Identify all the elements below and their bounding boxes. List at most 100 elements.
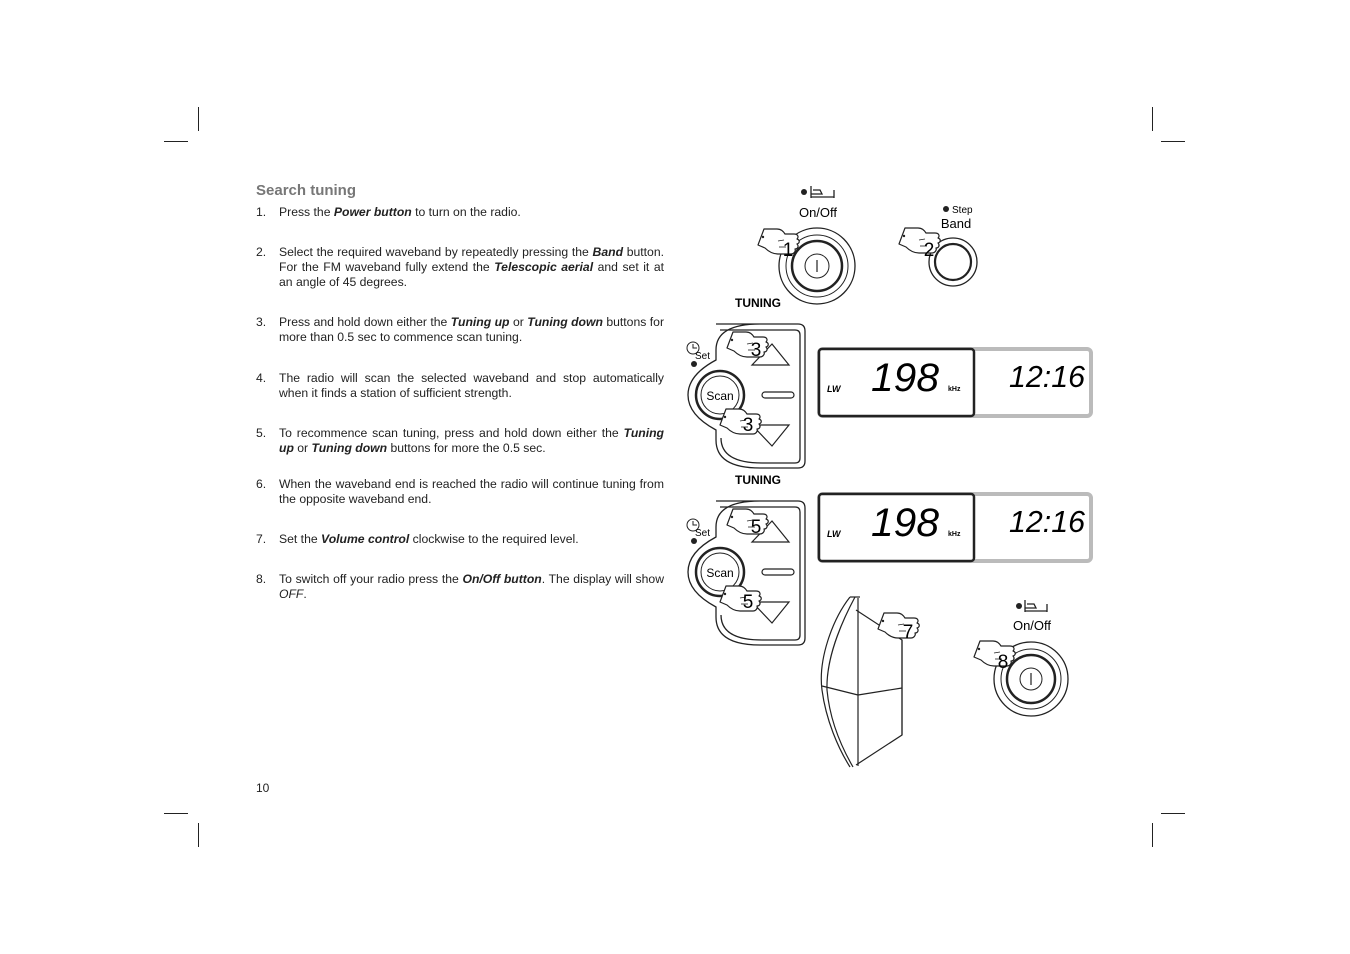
crop-mark: [164, 141, 188, 142]
step-number: 8.: [256, 572, 267, 586]
step-label: Step: [952, 205, 973, 216]
emphasis-bold: Tuning down: [527, 315, 603, 329]
band-button[interactable]: [928, 237, 978, 287]
crop-mark: [198, 107, 199, 131]
step-text-run: The radio will scan the selected waveban…: [279, 371, 664, 400]
emphasis-bold: Tuning up: [279, 426, 664, 455]
set-label: Set: [695, 528, 710, 539]
band-indicator: LW: [827, 384, 842, 394]
tuning-down-button[interactable]: [750, 601, 791, 624]
on-off-label: On/Off: [1013, 618, 1051, 633]
step-text: Press and hold down either the Tuning up…: [279, 315, 664, 345]
emphasis-bold: On/Off button: [462, 572, 542, 586]
emphasis-bold: Tuning up: [450, 315, 510, 329]
callout-number: 3: [751, 340, 762, 361]
step-text-run: buttons for more than 0.5 sec to commenc…: [279, 315, 664, 344]
page-number: 10: [256, 781, 270, 795]
crop-mark: [1152, 107, 1153, 131]
lcd-display: LW 198 kHz 12:16: [817, 347, 1093, 418]
step-2: 2. Select the required waveband by repeat…: [256, 245, 664, 290]
hand-icon: [973, 640, 1016, 667]
scan-button[interactable]: [694, 546, 746, 598]
unit-indicator: kHz: [948, 386, 961, 393]
step-number: 6.: [256, 477, 267, 491]
step-text-run: When the waveband end is reached the rad…: [279, 477, 664, 506]
tuning-down-button[interactable]: [750, 424, 791, 447]
crop-mark: [1152, 823, 1153, 847]
callout-number: 2: [924, 240, 935, 261]
step-text-run: button. For the FM waveband fully extend…: [279, 245, 664, 274]
slot-icon: [761, 391, 795, 399]
step-number: 5.: [256, 426, 267, 440]
clock-readout: 12:16: [1009, 359, 1086, 394]
step-number: 2.: [256, 245, 267, 259]
step-8: 8. To switch off your radio press the On/…: [256, 572, 664, 602]
step-text: Press the Power button to turn on the ra…: [279, 205, 664, 220]
step-text-run: Select the required waveband by repeated…: [279, 245, 593, 259]
scan-label: Scan: [706, 389, 733, 403]
page-title: Search tuning: [256, 182, 357, 199]
emphasis-bold: Tuning down: [311, 441, 388, 455]
tuning-label: TUNING: [735, 296, 781, 310]
step-text-run: Press and hold down either the: [279, 315, 451, 329]
crop-mark: [1161, 141, 1185, 142]
callout-number: 5: [751, 517, 762, 538]
unit-indicator: kHz: [948, 531, 961, 538]
callout-number: 7: [903, 622, 914, 643]
step-number: 1.: [256, 205, 267, 219]
dot-icon: [1016, 603, 1022, 609]
clock-icon: [686, 518, 700, 532]
band-label: Band: [941, 216, 971, 231]
step-text-run: To recommence scan tuning, press and hol…: [279, 426, 624, 440]
emphasis-italic: OFF: [279, 587, 304, 601]
step-text: Select the required waveband by repeated…: [279, 245, 664, 290]
step-text: The radio will scan the selected waveban…: [279, 371, 664, 401]
emphasis-bold: Power button: [333, 205, 412, 219]
tuning-label: TUNING: [735, 473, 781, 487]
dot-icon: [801, 189, 807, 195]
callout-number: 1: [783, 240, 794, 261]
step-4: 4. The radio will scan the selected waveb…: [256, 371, 664, 401]
clock-icon: [686, 341, 700, 355]
dot-icon: [691, 361, 697, 367]
step-text-run: to turn on the radio.: [411, 205, 521, 219]
clock-readout: 12:16: [1009, 504, 1086, 539]
step-text: To recommence scan tuning, press and hol…: [279, 426, 664, 456]
frequency-readout: 198: [871, 501, 940, 545]
emphasis-bold: Volume control: [321, 532, 410, 546]
step-text-run: or: [509, 315, 528, 329]
set-label: Set: [695, 351, 710, 362]
step-text: When the waveband end is reached the rad…: [279, 477, 664, 507]
crop-mark: [198, 823, 199, 847]
emphasis-bold: Telescopic aerial: [494, 260, 594, 274]
step-text-run: Press the: [279, 205, 334, 219]
step-text-run: Set the: [279, 532, 322, 546]
step-6: 6. When the waveband end is reached the r…: [256, 477, 664, 507]
step-5: 5. To recommence scan tuning, press and h…: [256, 426, 664, 456]
step-text: To switch off your radio press the On/Of…: [279, 572, 664, 602]
step-number: 3.: [256, 315, 267, 329]
sleep-icon: [1024, 600, 1048, 612]
step-text-run: . The display will show: [541, 572, 664, 586]
frequency-readout: 198: [871, 356, 940, 400]
slot-icon: [761, 568, 795, 576]
callout-number: 8: [998, 652, 1009, 673]
scan-label: Scan: [706, 566, 733, 580]
callout-number: 5: [743, 592, 754, 613]
step-text: Set the Volume control clockwise to the …: [279, 532, 664, 547]
emphasis-bold: Band: [592, 245, 624, 259]
dot-icon: [691, 538, 697, 544]
step-text-run: clockwise to the required level.: [409, 532, 579, 546]
step-1: 1. Press the Power button to turn on the …: [256, 205, 664, 220]
step-number: 7.: [256, 532, 267, 546]
band-indicator: LW: [827, 529, 842, 539]
callout-number: 3: [743, 415, 754, 436]
power-button[interactable]: [993, 641, 1069, 717]
on-off-label: On/Off: [799, 205, 837, 220]
scan-button[interactable]: [694, 369, 746, 421]
step-number: 4.: [256, 371, 267, 385]
crop-mark: [164, 813, 188, 814]
lcd-display: LW 198 kHz 12:16: [817, 492, 1093, 563]
step-text-run: or: [293, 441, 312, 455]
